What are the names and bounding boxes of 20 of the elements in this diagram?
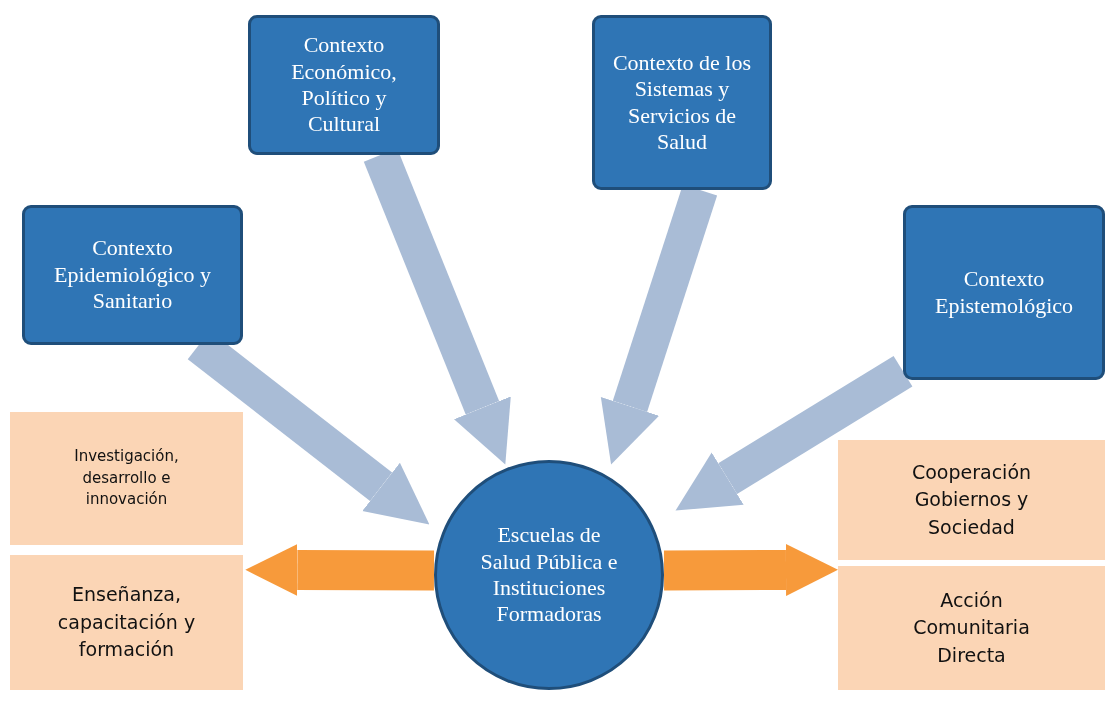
node-label: Cooperación Gobiernos y Sociedad xyxy=(910,459,1033,540)
block-arrow xyxy=(675,355,913,511)
node-label: Contexto Económico, Político y Cultural xyxy=(290,32,398,138)
activity-box xyxy=(10,555,243,690)
activity-box xyxy=(10,412,243,545)
node-label: Acción Comunitaria Directa xyxy=(912,587,1031,668)
node-label: Enseñanza, capacitación y formación xyxy=(56,582,197,663)
node-label: Investigación, desarrollo e innovación xyxy=(73,445,180,511)
node-label: Contexto Epidemiológico y Sanitario xyxy=(53,235,212,315)
block-arrow xyxy=(245,544,435,596)
context-box xyxy=(248,15,440,155)
node-label: Escuelas de Salud Pública e Instituciones Formadoras xyxy=(479,522,619,628)
context-box xyxy=(592,15,772,190)
block-arrow xyxy=(663,543,838,596)
context-box xyxy=(903,205,1105,380)
node-label: Contexto Epistemológico xyxy=(933,266,1075,319)
activity-box xyxy=(838,440,1105,560)
node-label: Contexto de los Sistemas y Servicios de Salud xyxy=(611,49,753,156)
activity-box xyxy=(838,566,1105,690)
context-box xyxy=(22,205,243,345)
